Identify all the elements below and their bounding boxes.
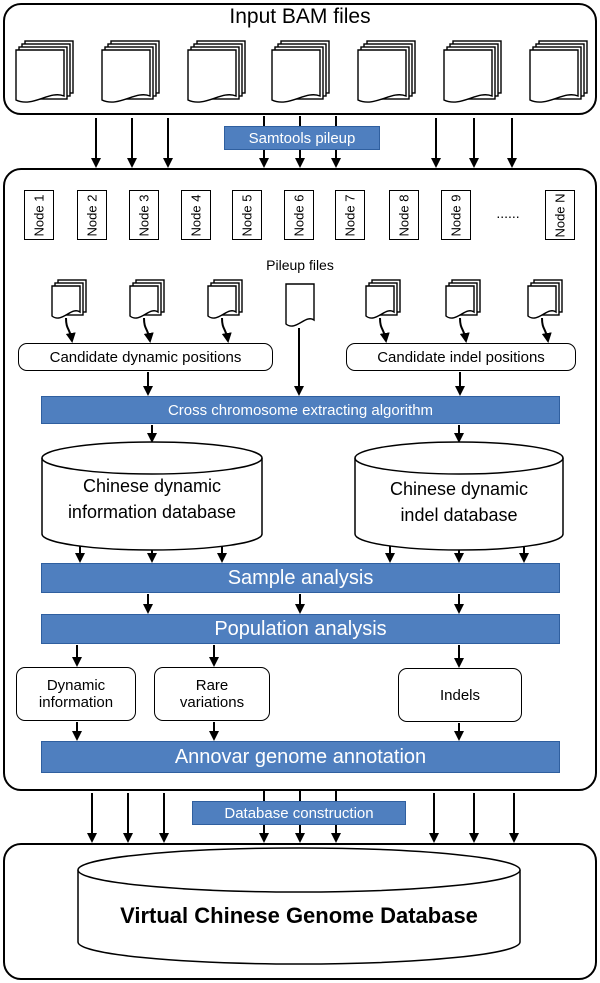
flow-arrow [221, 317, 232, 343]
pileup-file-icons [51, 279, 563, 327]
flow-arrow [541, 317, 552, 343]
pileup-file-icon [51, 279, 87, 319]
db-indel-line2: indel database [400, 505, 518, 525]
dynamic-information-line1: Dynamic [46, 677, 106, 694]
node-4: Node 4 [181, 190, 211, 240]
indels-box: Indels [398, 668, 522, 722]
bam-file-icon [529, 40, 588, 103]
pileup-file-icon [207, 279, 243, 319]
dynamic-information-database-cylinder [41, 441, 263, 551]
node-n: Node N [545, 190, 575, 240]
flow-arrow [65, 317, 76, 343]
db-dynamic-line2: information database [67, 502, 237, 522]
rare-variations-line1: Rare [195, 677, 229, 694]
bam-file-icon [357, 40, 416, 103]
bam-file-icon [271, 40, 330, 103]
node-7: Node 7 [335, 190, 365, 240]
node-9: Node 9 [441, 190, 471, 240]
node-2: Node 2 [77, 190, 107, 240]
input-bam-title: Input BAM files [229, 5, 371, 28]
dynamic-information-box: Dynamic information [16, 667, 136, 721]
flow-arrow [379, 317, 390, 343]
rare-variations-box: Rare variations [154, 667, 270, 721]
database-construction-label: Database construction [192, 801, 406, 825]
flow-arrow [143, 317, 154, 343]
node-ellipsis: ...... [496, 205, 520, 221]
virtual-genome-database-cylinder [77, 847, 521, 965]
samtools-pileup-label: Samtools pileup [224, 126, 380, 150]
node-3: Node 3 [129, 190, 159, 240]
candidate-dynamic-positions-box: Candidate dynamic positions [18, 343, 273, 371]
node-8: Node 8 [389, 190, 419, 240]
db-dynamic-line1: Chinese dynamic [82, 476, 222, 496]
population-analysis-bar: Population analysis [41, 614, 560, 644]
indel-database-cylinder [354, 441, 564, 551]
pileup-files-label: Pileup files [266, 257, 334, 273]
bam-file-icon [443, 40, 502, 103]
pileup-file-icon [527, 279, 563, 319]
dynamic-information-line2: information [38, 694, 114, 711]
bam-file-icon [187, 40, 246, 103]
pileup-file-icon [129, 279, 165, 319]
candidate-indel-positions-box: Candidate indel positions [346, 343, 576, 371]
node-6: Node 6 [284, 190, 314, 240]
node-1: Node 1 [24, 190, 54, 240]
db-indel-line1: Chinese dynamic [389, 479, 529, 499]
sample-analysis-bar: Sample analysis [41, 563, 560, 593]
pileup-file-icon [285, 283, 315, 327]
bam-file-icons [15, 40, 588, 103]
node-5: Node 5 [232, 190, 262, 240]
rare-variations-line2: variations [179, 694, 245, 711]
virtual-genome-db-title: Virtual Chinese Genome Database [120, 903, 478, 928]
cross-chromosome-bar: Cross chromosome extracting algorithm [41, 396, 560, 424]
pileup-file-icon [445, 279, 481, 319]
annovar-bar: Annovar genome annotation [41, 741, 560, 773]
bam-file-icon [101, 40, 160, 103]
pileup-file-icon [365, 279, 401, 319]
bam-file-icon [15, 40, 74, 103]
flow-arrow [459, 317, 470, 343]
